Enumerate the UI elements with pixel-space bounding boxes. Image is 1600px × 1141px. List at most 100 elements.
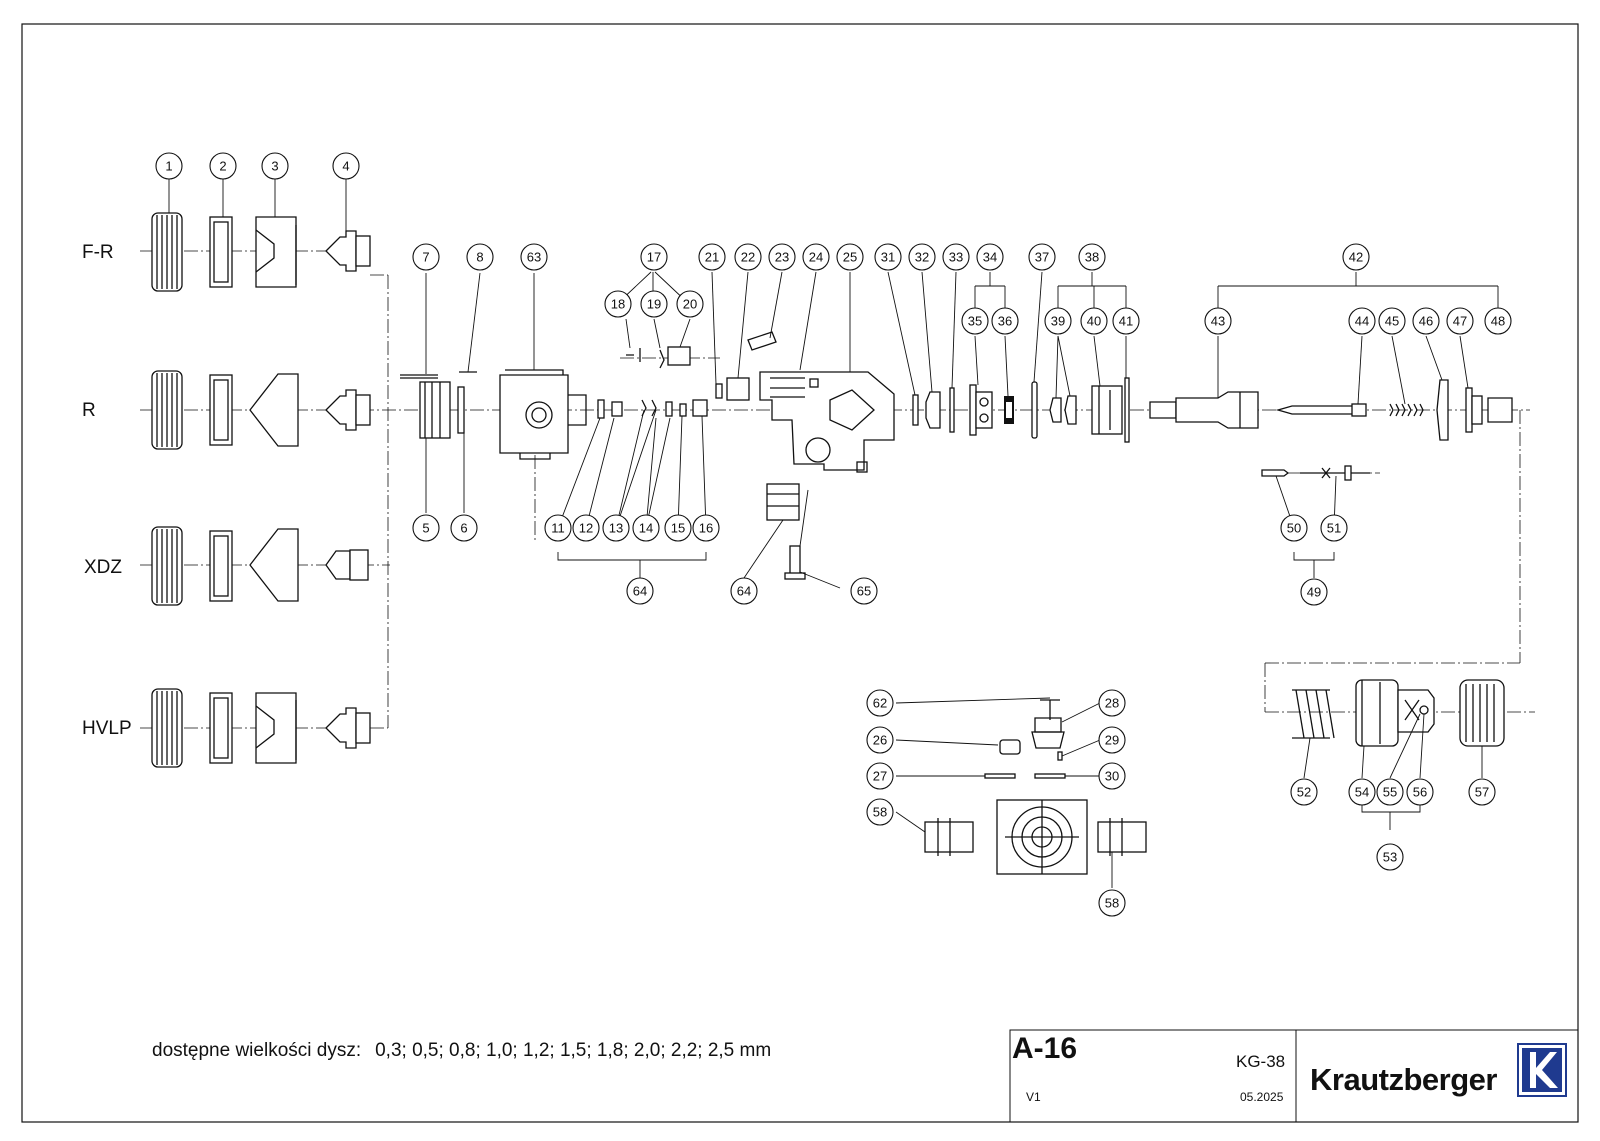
- callout[interactable]: 33: [942, 243, 970, 271]
- callout[interactable]: 29: [1098, 726, 1126, 754]
- callout[interactable]: 3: [261, 152, 289, 180]
- callout[interactable]: 43: [1204, 307, 1232, 335]
- callout[interactable]: 53: [1376, 843, 1404, 871]
- svg-text:54: 54: [1355, 785, 1369, 800]
- callout[interactable]: 65: [850, 577, 878, 605]
- callout[interactable]: 37: [1028, 243, 1056, 271]
- callout[interactable]: 44: [1348, 307, 1376, 335]
- callout[interactable]: 54: [1348, 778, 1376, 806]
- callout[interactable]: 42: [1342, 243, 1370, 271]
- callout[interactable]: 24: [802, 243, 830, 271]
- needle-assembly: [1149, 379, 1513, 481]
- callout[interactable]: 8: [466, 243, 494, 271]
- svg-text:33: 33: [949, 250, 963, 265]
- svg-text:22: 22: [741, 250, 755, 265]
- svg-text:17: 17: [647, 250, 661, 265]
- svg-text:49: 49: [1307, 585, 1321, 600]
- svg-text:57: 57: [1475, 785, 1489, 800]
- svg-text:32: 32: [915, 250, 929, 265]
- callout[interactable]: 31: [874, 243, 902, 271]
- callout[interactable]: 58: [1098, 889, 1126, 917]
- callout[interactable]: 36: [991, 307, 1019, 335]
- callout[interactable]: 11: [544, 514, 572, 542]
- svg-text:27: 27: [873, 769, 887, 784]
- callout[interactable]: 64: [730, 577, 758, 605]
- callout[interactable]: 19: [640, 290, 668, 318]
- callout[interactable]: 48: [1484, 307, 1512, 335]
- callout[interactable]: 50: [1280, 514, 1308, 542]
- version-label: V1: [1026, 1090, 1041, 1104]
- svg-text:50: 50: [1287, 521, 1301, 536]
- sheet-frame: [21, 23, 1579, 1123]
- callout[interactable]: 17: [640, 243, 668, 271]
- callout[interactable]: 5: [412, 514, 440, 542]
- callout[interactable]: 40: [1080, 307, 1108, 335]
- callout[interactable]: 35: [961, 307, 989, 335]
- svg-text:7: 7: [422, 250, 429, 265]
- callout[interactable]: 64: [626, 577, 654, 605]
- callout[interactable]: 21: [698, 243, 726, 271]
- svg-text:16: 16: [699, 521, 713, 536]
- nozzle-sizes-values: 0,3; 0,5; 0,8; 1,0; 1,2; 1,5; 1,8; 2,0; …: [375, 1040, 772, 1061]
- row-label-xdz: XDZ: [84, 557, 122, 578]
- callout[interactable]: 62: [866, 689, 894, 717]
- callout[interactable]: 30: [1098, 762, 1126, 790]
- callout[interactable]: 34: [976, 243, 1004, 271]
- date-label: 05.2025: [1240, 1090, 1284, 1104]
- callout[interactable]: 15: [664, 514, 692, 542]
- svg-text:48: 48: [1491, 314, 1505, 329]
- knurled-ring-fr: [151, 212, 183, 292]
- callout[interactable]: 14: [632, 514, 660, 542]
- leader-lines: [168, 179, 1499, 888]
- callout[interactable]: 22: [734, 243, 762, 271]
- callout[interactable]: 1: [155, 152, 183, 180]
- callout[interactable]: 16: [692, 514, 720, 542]
- callout[interactable]: 25: [836, 243, 864, 271]
- callout[interactable]: 57: [1468, 778, 1496, 806]
- svg-text:44: 44: [1355, 314, 1369, 329]
- row-label-fr: F-R: [82, 242, 114, 263]
- callout[interactable]: 23: [768, 243, 796, 271]
- callout[interactable]: 28: [1098, 689, 1126, 717]
- callout[interactable]: 7: [412, 243, 440, 271]
- callout[interactable]: 49: [1300, 578, 1328, 606]
- title-block-frame: [1009, 1029, 1579, 1123]
- svg-text:2: 2: [219, 159, 226, 174]
- callout[interactable]: 41: [1112, 307, 1140, 335]
- callout[interactable]: 56: [1406, 778, 1434, 806]
- svg-text:1: 1: [165, 159, 172, 174]
- callout[interactable]: 18: [604, 290, 632, 318]
- svg-text:25: 25: [843, 250, 857, 265]
- svg-text:6: 6: [460, 521, 467, 536]
- callout[interactable]: 47: [1446, 307, 1474, 335]
- callout[interactable]: 38: [1078, 243, 1106, 271]
- callout[interactable]: 63: [520, 243, 548, 271]
- nozzle-sizes-label: dostępne wielkości dysz:: [152, 1040, 362, 1061]
- svg-text:52: 52: [1297, 785, 1311, 800]
- callout[interactable]: 51: [1320, 514, 1348, 542]
- callout[interactable]: 32: [908, 243, 936, 271]
- callout[interactable]: 20: [676, 290, 704, 318]
- svg-text:58: 58: [1105, 896, 1119, 911]
- callout[interactable]: 12: [572, 514, 600, 542]
- svg-text:8: 8: [476, 250, 483, 265]
- callout[interactable]: 46: [1412, 307, 1440, 335]
- callout[interactable]: 27: [866, 762, 894, 790]
- callout[interactable]: 58: [866, 798, 894, 826]
- svg-text:13: 13: [609, 521, 623, 536]
- callout[interactable]: 39: [1044, 307, 1072, 335]
- svg-text:47: 47: [1453, 314, 1467, 329]
- callout[interactable]: 4: [332, 152, 360, 180]
- knurled-ring-hvlp: [151, 688, 183, 768]
- callout[interactable]: 45: [1378, 307, 1406, 335]
- svg-text:55: 55: [1383, 785, 1397, 800]
- callout[interactable]: 2: [209, 152, 237, 180]
- callout[interactable]: 52: [1290, 778, 1318, 806]
- drawing-number: A-16: [1012, 1032, 1078, 1065]
- callout[interactable]: 55: [1376, 778, 1404, 806]
- svg-text:20: 20: [683, 297, 697, 312]
- callout[interactable]: 13: [602, 514, 630, 542]
- callout[interactable]: 6: [450, 514, 478, 542]
- callout[interactable]: 26: [866, 726, 894, 754]
